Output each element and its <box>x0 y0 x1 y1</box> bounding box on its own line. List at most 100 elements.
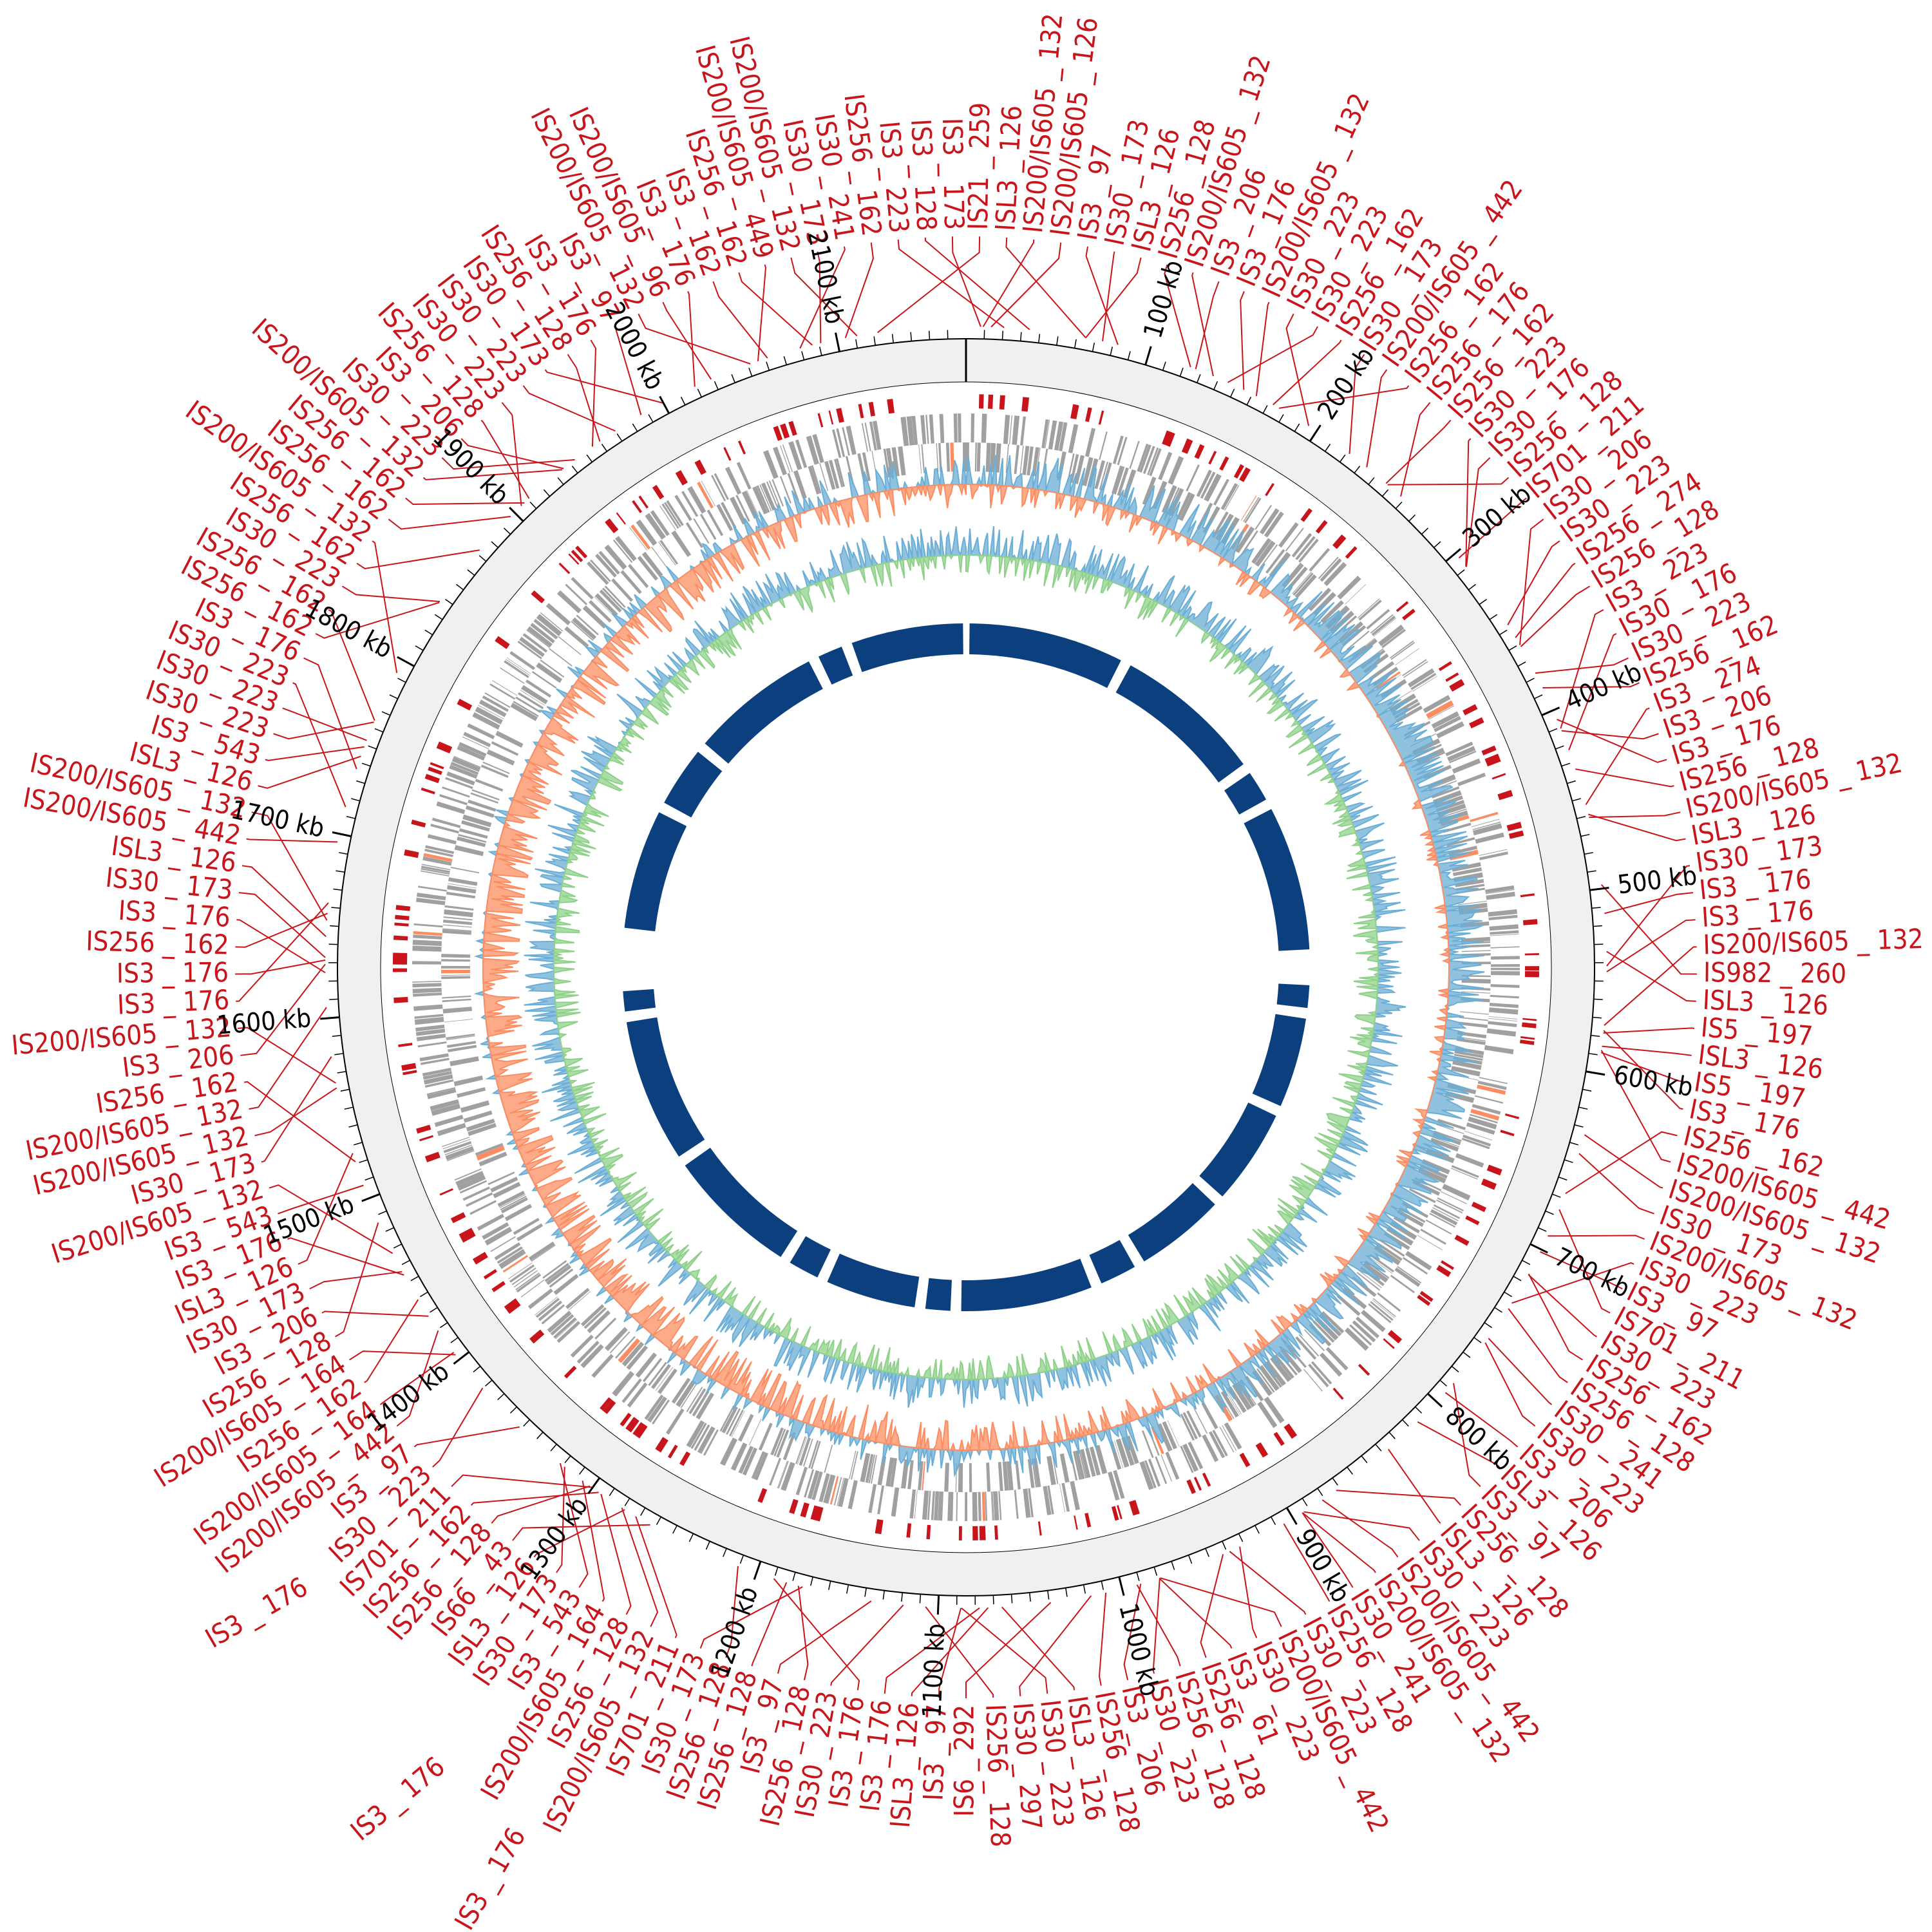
is-element-mark <box>472 1251 488 1265</box>
tick-mark <box>624 1498 630 1506</box>
gene-block <box>981 413 987 443</box>
gene-block <box>1226 1389 1242 1415</box>
gene-block <box>538 1300 563 1321</box>
gene-block <box>571 576 594 600</box>
tick-mark <box>1530 1243 1548 1254</box>
connector-line <box>1565 1131 1678 1195</box>
connector-line <box>1603 1027 1695 1034</box>
is-element-mark <box>620 1412 632 1427</box>
gene-block <box>454 845 484 857</box>
gene-block <box>1426 700 1454 719</box>
gene-block <box>511 1267 536 1285</box>
gene-block <box>803 1438 813 1467</box>
gene-block <box>1368 661 1395 681</box>
gene-block <box>1027 446 1034 476</box>
tick-mark <box>928 330 931 340</box>
tick-mark <box>1457 569 1465 576</box>
connector-line <box>242 865 327 938</box>
is-element-mark <box>1283 1423 1298 1439</box>
is-element-mark <box>636 1424 648 1439</box>
gene-block <box>1445 741 1473 757</box>
gene-block <box>576 614 599 636</box>
is-element-mark <box>1239 1452 1251 1468</box>
tick-mark <box>1468 583 1477 591</box>
gene-block <box>1240 495 1257 521</box>
gene-block <box>484 692 511 708</box>
gene-block <box>1472 821 1501 830</box>
connector-line <box>925 1606 994 1698</box>
tick-mark <box>1381 489 1389 497</box>
is-element-mark <box>1358 1363 1370 1376</box>
gene-block <box>497 1191 526 1208</box>
gene-block <box>458 833 487 843</box>
tick-mark <box>491 541 498 548</box>
gene-block <box>425 845 455 855</box>
connector-line <box>635 1516 677 1638</box>
gene-block <box>1370 1301 1394 1321</box>
connector-line <box>1453 1383 1481 1487</box>
gene-block <box>782 1432 796 1461</box>
gene-block <box>1270 1356 1292 1382</box>
gene-block <box>927 1491 931 1520</box>
gene-block <box>412 981 442 983</box>
is-element-mark <box>600 1397 612 1411</box>
is-element-mark <box>459 1227 475 1240</box>
is-element-mark <box>483 1269 497 1280</box>
tick-mark <box>1179 367 1184 377</box>
gene-block <box>1405 1251 1432 1271</box>
tick-mark <box>1188 1555 1193 1564</box>
tick-mark <box>810 1577 813 1586</box>
is-element-mark <box>393 996 408 1003</box>
connector-line <box>251 811 328 921</box>
gene-block <box>1235 526 1255 553</box>
gene-block <box>1251 538 1272 564</box>
gene-block <box>804 1469 815 1498</box>
gene-block <box>565 583 587 605</box>
gene-block <box>1258 1365 1280 1391</box>
gene-block <box>421 864 451 871</box>
is-element-mark <box>1273 1432 1285 1446</box>
gene-block <box>599 589 622 613</box>
gene-block <box>1079 1450 1087 1479</box>
gene-block <box>773 1428 786 1457</box>
gene-block <box>424 1079 454 1088</box>
gene-block <box>965 1492 968 1522</box>
tick-mark <box>336 870 345 873</box>
is-element-mark <box>558 562 571 574</box>
gene-block <box>735 495 750 522</box>
tick-mark <box>632 423 638 432</box>
tick-mark <box>536 1432 544 1439</box>
is-element-mark <box>1520 1039 1535 1044</box>
is-element-mark <box>1265 482 1275 497</box>
tick-label: 1200 kb <box>705 1583 764 1682</box>
connector-line <box>1164 264 1191 368</box>
gene-block <box>414 1014 444 1019</box>
gene-block <box>534 618 558 639</box>
tick-mark <box>393 1244 402 1249</box>
tick-mark <box>331 907 341 909</box>
gene-block <box>419 1053 449 1062</box>
connector-line <box>1283 1523 1331 1602</box>
tick-mark <box>389 694 398 699</box>
connector-line <box>396 1330 439 1427</box>
gene-block <box>1014 444 1019 474</box>
tick-mark <box>1144 346 1152 366</box>
is-element-mark <box>424 1151 440 1162</box>
gene-block <box>431 817 461 828</box>
tick-mark <box>378 1210 387 1215</box>
gene-block <box>450 1056 479 1066</box>
is-element-mark <box>926 1524 931 1540</box>
gene-block <box>1240 530 1258 556</box>
gene-block <box>1475 832 1504 844</box>
gene-block <box>1059 422 1068 451</box>
gene-block <box>1469 1113 1498 1124</box>
connector-line <box>236 902 329 1002</box>
gene-block <box>1371 615 1396 636</box>
gene-block <box>545 603 571 625</box>
tick-mark <box>1591 907 1601 909</box>
gene-block <box>1490 967 1520 971</box>
gene-block <box>490 1236 516 1253</box>
gene-block <box>1431 711 1459 729</box>
gene-block <box>1490 971 1520 976</box>
gene-block <box>665 1408 685 1435</box>
